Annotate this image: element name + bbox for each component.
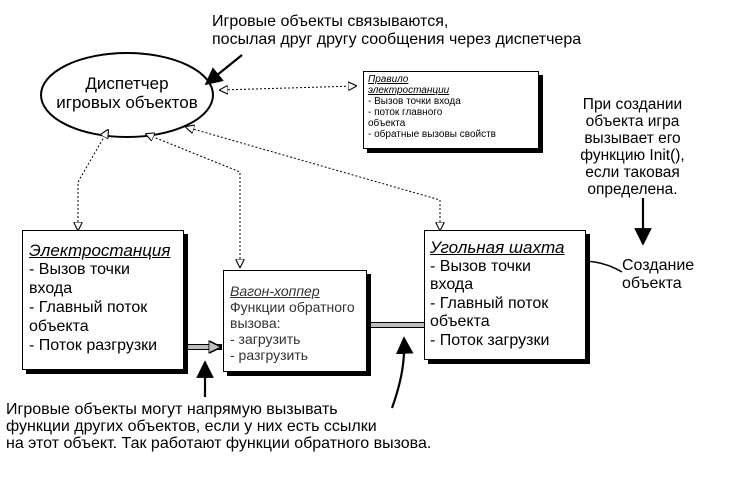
create-note-line: если таковая <box>585 164 680 181</box>
link-manager-power-station <box>78 130 108 230</box>
create-note: При создании объекта игра вызывает его ф… <box>570 96 695 198</box>
manager-ellipse <box>40 52 214 138</box>
arrow-top-note <box>204 54 243 86</box>
coal-mine-line: - Поток загрузки <box>430 331 550 349</box>
power-station-line: - Вызов точки <box>29 261 130 278</box>
rule-box-line: - обратные вызовы свойств <box>368 129 496 140</box>
create-note-line: При создании <box>582 96 683 113</box>
coal-mine-line: объекта <box>430 313 490 330</box>
manager-label-line: игровых объектов <box>56 93 198 112</box>
power-station-line: - Поток разгрузки <box>29 337 158 354</box>
hopper-car-line: Функции обратного <box>230 299 355 315</box>
rule-box-line: - Вызов точки входа <box>368 96 461 107</box>
create-note-line: определена. <box>587 181 678 198</box>
hopper-car-title: Вагон-хоппер <box>230 283 320 299</box>
bottom-note-line: функции других объектов, если у них есть… <box>6 418 377 435</box>
rule-box: Правило электростанции - Вызов точки вхо… <box>363 71 539 149</box>
hopper-car-line: - загрузить <box>230 331 301 347</box>
create-object-line: Создание <box>622 257 695 274</box>
link-manager-rule <box>220 86 356 90</box>
rule-box-line: - поток главного <box>368 107 443 118</box>
power-station-line: объекта <box>29 318 89 335</box>
create-object-line: объекта <box>622 275 682 292</box>
link-manager-coal-mine <box>186 127 440 230</box>
hopper-car-box: Вагон-хоппер Функции обратного вызова: -… <box>223 270 367 372</box>
hopper-car-line: - разгрузить <box>230 347 309 363</box>
bottom-note-line: на этот объект. Так работают функции обр… <box>6 435 432 452</box>
create-note-line: вызывает его <box>584 130 681 147</box>
coal-mine-title: Угольная шахта <box>430 238 565 257</box>
create-note-line: объекта игра <box>585 113 680 130</box>
bottom-note: Игровые объекты могут напрямую вызывать … <box>6 401 431 452</box>
power-station-line: - Главный поток <box>29 299 148 316</box>
create-object-label: Создание объекта <box>622 257 694 293</box>
arrow-bottom-note-right <box>390 336 414 409</box>
manager-label-line: Диспетчер <box>85 74 169 93</box>
power-station-line: входа <box>29 280 73 297</box>
bottom-note-line: Игровые объекты могут напрямую вызывать <box>6 401 338 418</box>
power-station-box: Электростанция - Вызов точки входа - Гла… <box>22 230 184 370</box>
create-note-line: функцию Init(), <box>580 147 685 164</box>
coal-mine-box: Угольная шахта - Вызов точки входа - Гла… <box>424 230 586 360</box>
rule-box-title: Правило электростанции <box>368 74 450 96</box>
rule-box-line: объекта <box>368 118 406 129</box>
top-note: Игровые объекты связываются, посылая дру… <box>212 13 581 49</box>
coal-mine-line: - Главный поток <box>430 294 549 312</box>
coal-mine-line: входа <box>430 276 474 293</box>
power-station-title: Электростанция <box>29 241 171 260</box>
top-note-line: посылая друг другу сообщения через диспе… <box>212 31 582 48</box>
manager-label: Диспетчер игровых объектов <box>46 74 208 112</box>
top-note-line: Игровые объекты связываются, <box>212 13 449 30</box>
hopper-car-line: вызова: <box>230 315 281 331</box>
coal-mine-line: - Вызов точки <box>430 257 531 275</box>
